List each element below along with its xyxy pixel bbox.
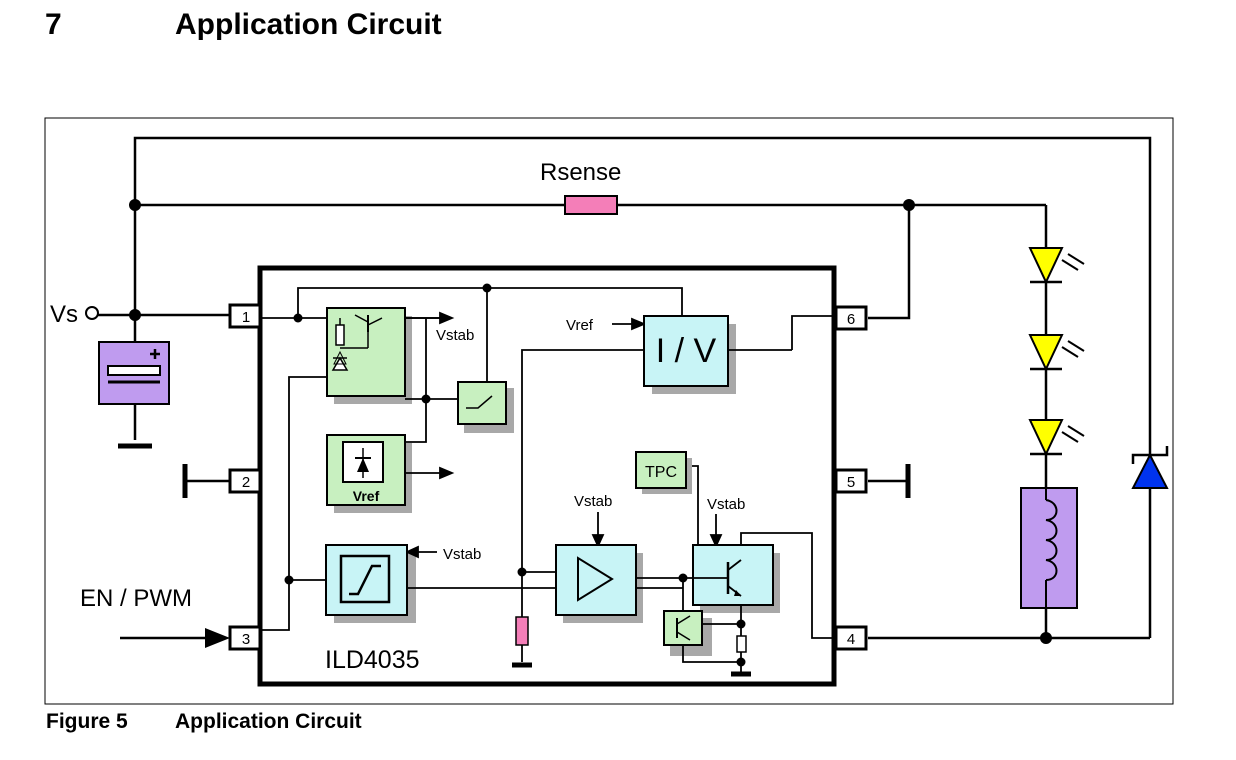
iv-converter-block: I / V: [643, 315, 729, 387]
enable-switch-block: [457, 381, 507, 425]
vref-input-label: Vref: [566, 317, 594, 334]
figure-caption-text: Application Circuit: [175, 710, 362, 733]
vstab-drv-label: Vstab: [707, 496, 745, 513]
external-wiring: [98, 136, 1152, 640]
battery: [98, 341, 170, 405]
vs-label: Vs: [50, 301, 78, 328]
vref-block-label: Vref: [353, 488, 380, 504]
driver-transistor-block: [692, 544, 774, 606]
en-pwm-label: EN / PWM: [80, 585, 192, 612]
section-number: 7: [45, 8, 62, 41]
iv-label: I / V: [656, 332, 717, 370]
schmitt-trigger-block: [325, 544, 408, 616]
svg-text:5: 5: [847, 474, 855, 491]
pin-1: 1: [228, 303, 262, 329]
tpc-label: TPC: [645, 464, 677, 481]
sense-resistor-internal: [736, 635, 747, 653]
led: [1028, 419, 1085, 457]
en-pwm-arrow: [205, 628, 230, 648]
led-string: [1028, 247, 1085, 457]
ground-symbols: [118, 443, 911, 498]
internal-arrows: [404, 311, 723, 559]
internal-junctions: [284, 283, 746, 667]
amplifier-block: [555, 544, 637, 616]
vref-block: Vref: [326, 434, 406, 506]
internal-grounds: [512, 662, 751, 677]
pin-3: 3: [228, 625, 262, 651]
chip-name: ILD4035: [325, 646, 420, 674]
svg-text:2: 2: [242, 474, 250, 491]
led: [1028, 334, 1085, 372]
pin-5: 5: [834, 468, 868, 494]
vstab-amp-label: Vstab: [574, 493, 612, 510]
figure-frame: [44, 117, 1174, 705]
pin-4: 4: [834, 625, 868, 651]
rsense-label: Rsense: [540, 159, 621, 186]
tpc-block: TPC: [635, 451, 692, 494]
protection-transistor-block: [663, 610, 703, 646]
figure-caption-label: Figure 5: [46, 710, 128, 733]
svg-text:1: 1: [242, 309, 250, 326]
pin-2: 2: [228, 468, 262, 494]
ic-pins: 1 2 3 6 5 4: [228, 303, 868, 651]
inductor: [1020, 487, 1078, 609]
external-junctions: [129, 199, 1052, 644]
vs-terminal: [85, 306, 99, 320]
svg-text:3: 3: [242, 631, 250, 648]
pin-6: 6: [834, 305, 868, 331]
internal-resistor: [515, 616, 529, 646]
section-title: Application Circuit: [175, 8, 442, 41]
led: [1028, 247, 1085, 285]
svg-text:4: 4: [847, 631, 855, 648]
freewheel-diode: [1131, 446, 1169, 489]
svg-text:6: 6: [847, 311, 855, 328]
vstab-reg-label: Vstab: [436, 327, 474, 344]
regulator-block: [326, 307, 406, 397]
rsense-resistor: [564, 195, 618, 215]
vstab-cmp-label: Vstab: [443, 546, 481, 563]
